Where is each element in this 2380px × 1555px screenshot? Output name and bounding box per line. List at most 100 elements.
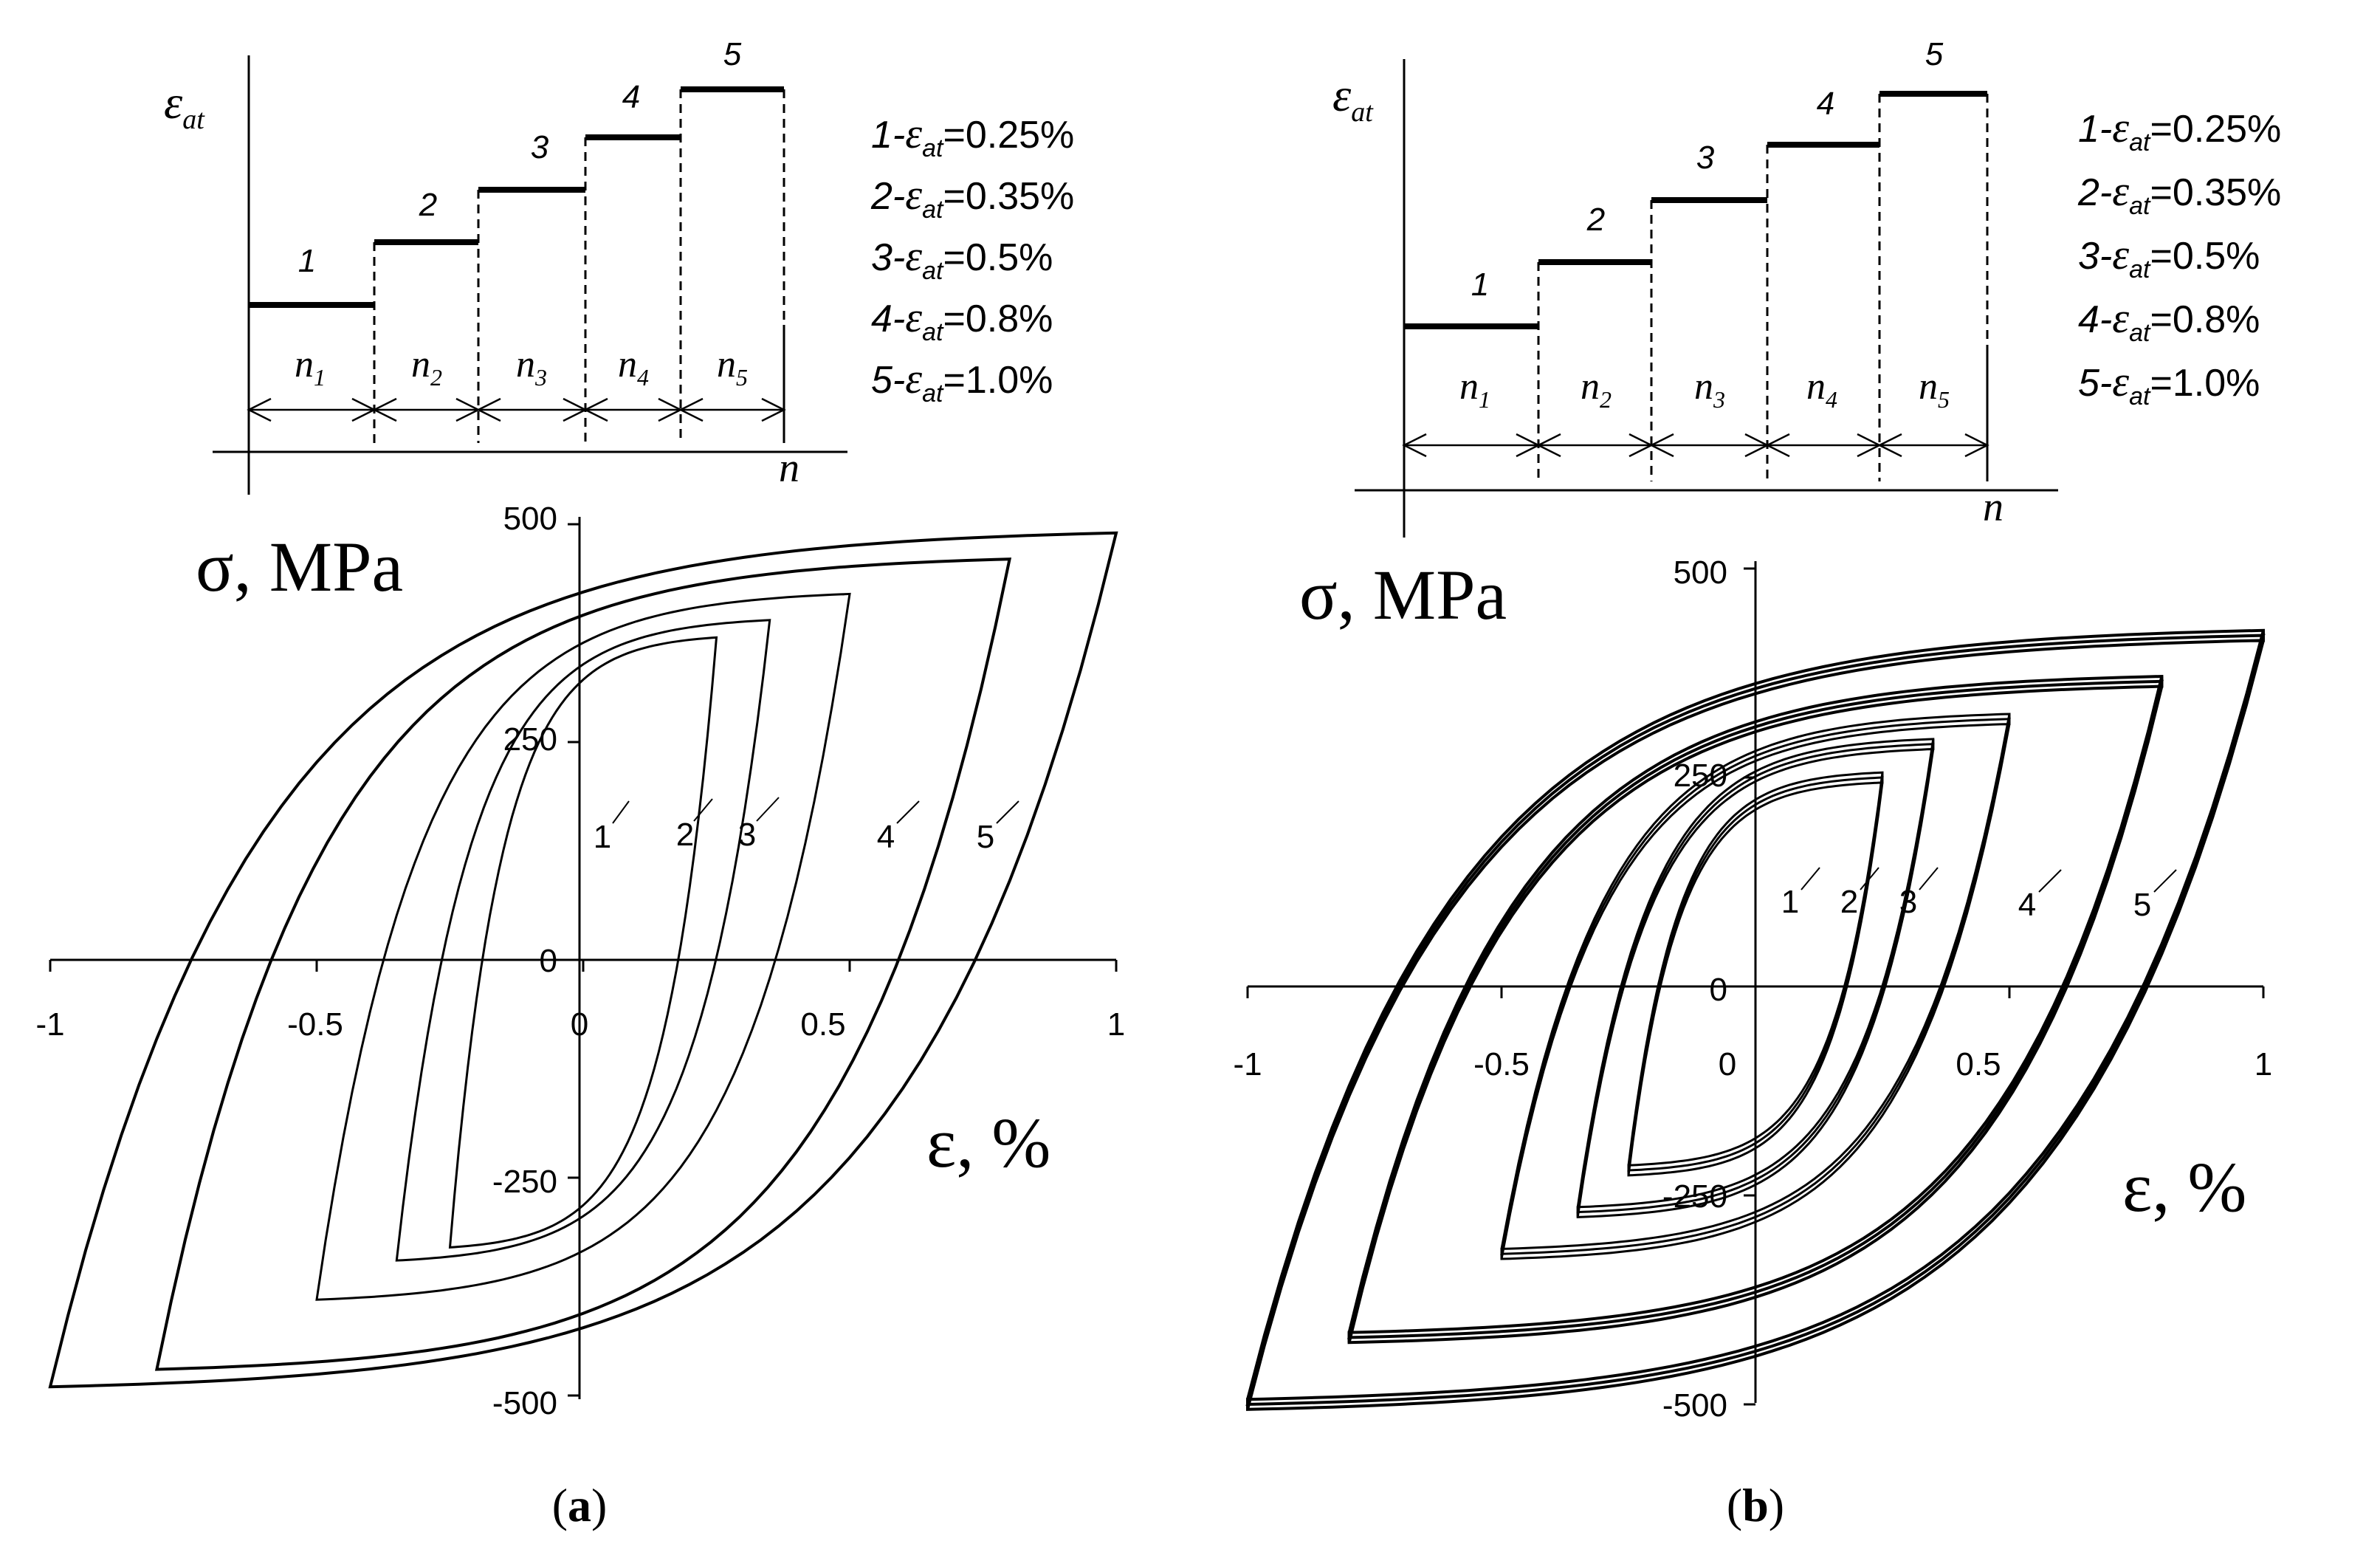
- program-b-n4: n4: [1806, 365, 1837, 413]
- program-a-legend: 1-εat=0.25% 2-εat=0.35% 3-εat=0.5% 4-εat…: [870, 109, 1074, 408]
- chart-a-ytick-label-5: -500: [492, 1385, 557, 1421]
- chart-b-leader-1: [1801, 867, 1820, 890]
- chart-a-ytick-label-4: -250: [492, 1164, 557, 1200]
- program-b-step-5: 5: [1925, 36, 1944, 72]
- program-a-n4: n4: [618, 343, 649, 391]
- loop-4: [154, 557, 1012, 1371]
- chart-a-loop-label-1: 1: [594, 819, 611, 855]
- loop-2: [395, 619, 771, 1262]
- program-a-legend-4: 4-εat=0.8%: [871, 293, 1053, 346]
- chart-a-ytick-label-3: 0: [540, 943, 557, 979]
- chart-b-ytick-label-4: -250: [1662, 1178, 1727, 1215]
- program-a-legend-5: 5-εat=1.0%: [871, 354, 1053, 408]
- chart-b-x-label: ε, %: [2122, 1147, 2246, 1226]
- loop-3: [315, 592, 851, 1301]
- loop-1-cycle-3: [1627, 771, 1884, 1177]
- chart-b-loop-label-5: 5: [2133, 887, 2151, 923]
- chart-a-loop-label-2: 2: [676, 817, 694, 853]
- program-b-n3: n3: [1694, 365, 1725, 413]
- chart-a-ytick-label-1: 500: [503, 501, 557, 537]
- chart-a-xtick-label-5: 1: [1107, 1006, 1125, 1043]
- panel-a-program: εat n 1 2 3 4 5 n1 n2 n3 n4 n5: [164, 36, 1074, 495]
- chart-b-loop-label-2: 2: [1840, 884, 1858, 920]
- program-a-step-4: 4: [622, 79, 640, 115]
- program-a-legend-3: 3-εat=0.5%: [871, 232, 1053, 285]
- chart-a-loop-label-5: 5: [977, 819, 994, 855]
- program-b-legend-5: 5-εat=1.0%: [2078, 357, 2260, 411]
- program-a-legend-1: 1-εat=0.25%: [871, 109, 1074, 162]
- chart-b-ytick-label-2: 250: [1674, 758, 1727, 794]
- chart-a-loop-label-4: 4: [877, 819, 895, 855]
- chart-b-ytick-label-3: 0: [1710, 972, 1727, 1008]
- chart-a-x-tick-marks: [49, 960, 1118, 972]
- chart-a-y-tick-marks: [568, 523, 579, 1397]
- program-a-x-label: n: [779, 445, 799, 491]
- program-b-step-4: 4: [1817, 86, 1834, 122]
- program-b-n2: n2: [1581, 365, 1612, 413]
- chart-a-leader-1: [612, 800, 630, 824]
- chart-b-loop-label-3: 3: [1899, 884, 1917, 920]
- chart-a-leader-2: [693, 798, 713, 822]
- panel-b-program: εat n 1 2 3 4 5 n1 n2 n3 n4 n5: [1332, 36, 2281, 538]
- loop-4-cycle-3: [1347, 674, 2164, 1345]
- loop-1: [448, 636, 718, 1249]
- chart-a-xtick-label-4: 0.5: [800, 1006, 845, 1043]
- chart-b-xtick-label-3: 0: [1719, 1046, 1736, 1082]
- chart-a: -1 -0.5 0 0.5 1 500 250 0 -250 -500 σ, M…: [35, 501, 1125, 1531]
- program-a-step-5: 5: [723, 36, 742, 72]
- chart-b-y-label: σ, MPa: [1299, 555, 1507, 634]
- chart-b-leader-4: [2038, 869, 2062, 893]
- program-b-step-1: 1: [1471, 267, 1489, 303]
- program-a-step-3: 3: [531, 129, 549, 165]
- chart-b: -1 -0.5 0 0.5 1 500 250 0 -250 -500 σ, M…: [1233, 555, 2272, 1531]
- loop-2-cycle-3: [1576, 738, 1935, 1218]
- program-a-legend-2: 2-εat=0.35%: [870, 171, 1074, 224]
- chart-b-loop-label-1: 1: [1781, 884, 1799, 920]
- chart-a-leader-3: [756, 797, 780, 822]
- program-b-x-label: n: [1983, 484, 2004, 530]
- chart-a-loop-label-3: 3: [738, 817, 756, 853]
- chart-b-ytick-label-5: -500: [1662, 1387, 1727, 1424]
- loop-5-cycle-3: [1246, 628, 2265, 1411]
- program-a-n2: n2: [411, 343, 442, 391]
- chart-a-xtick-label-2: -0.5: [287, 1006, 343, 1043]
- chart-b-leader-5: [2153, 869, 2177, 893]
- program-a-step-2: 2: [419, 187, 437, 223]
- chart-a-leader-5: [996, 800, 1019, 824]
- chart-b-loop-label-4: 4: [2018, 887, 2036, 923]
- chart-b-loops: [1245, 628, 2266, 1411]
- chart-b-leader-3: [1919, 867, 1939, 890]
- program-b-legend-3: 3-εat=0.5%: [2078, 230, 2260, 284]
- chart-b-xtick-label-2: -0.5: [1473, 1046, 1530, 1082]
- program-b-step-2: 2: [1586, 202, 1605, 238]
- loop-3-cycle-3: [1500, 713, 2011, 1260]
- chart-a-xtick-label-3: 0: [571, 1006, 588, 1043]
- chart-b-leader-2: [1860, 867, 1879, 890]
- chart-b-x-tick-marks: [1246, 986, 2265, 998]
- program-b-n1: n1: [1459, 365, 1490, 413]
- program-b-legend-2: 2-εat=0.35%: [2077, 167, 2281, 220]
- chart-a-ytick-label-2: 250: [503, 721, 557, 758]
- chart-a-y-label: σ, MPa: [196, 527, 403, 606]
- panel-a-caption: (a): [552, 1479, 608, 1531]
- program-a-step-1: 1: [298, 243, 316, 279]
- panel-b-caption: (b): [1727, 1479, 1784, 1531]
- program-b-step-3: 3: [1696, 140, 1715, 176]
- chart-b-ytick-label-1: 500: [1674, 555, 1727, 591]
- program-b-n5: n5: [1919, 365, 1950, 413]
- chart-a-loops: [48, 531, 1118, 1389]
- chart-a-leader-4: [896, 800, 920, 824]
- chart-b-xtick-label-5: 1: [2255, 1046, 2272, 1082]
- program-a-n5: n5: [717, 343, 748, 391]
- program-b-dimension-arrows: [1402, 433, 1989, 458]
- program-a-dimension-arrows: [247, 397, 786, 422]
- chart-b-xtick-label-1: -1: [1233, 1046, 1262, 1082]
- chart-a-xtick-label-1: -1: [35, 1006, 64, 1043]
- chart-b-xtick-label-4: 0.5: [1956, 1046, 2001, 1082]
- program-b-legend-1: 1-εat=0.25%: [2078, 103, 2281, 157]
- program-b-y-label: εat: [1332, 69, 1374, 128]
- program-b-legend-4: 4-εat=0.8%: [2078, 294, 2260, 347]
- chart-a-x-label: ε, %: [926, 1103, 1050, 1182]
- program-a-n1: n1: [295, 343, 326, 391]
